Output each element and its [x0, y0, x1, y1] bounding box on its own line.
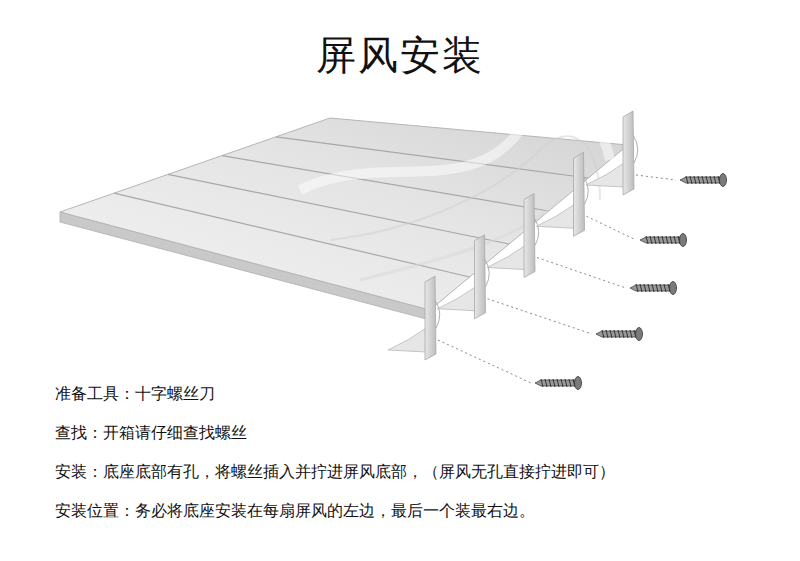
base-feet	[388, 111, 638, 360]
instruction-text: 安装：底座底部有孔，将螺丝插入并拧进屏风底部，（屏风无孔直接拧进即可）	[55, 462, 615, 483]
title: 屏风安装	[0, 28, 800, 83]
screen-panels	[60, 104, 628, 320]
guide-line	[488, 299, 593, 334]
instruction-text: 准备工具：十字螺丝刀	[55, 384, 215, 405]
panel-seam	[222, 156, 549, 211]
instruction-text: 查找：开箱请仔细查找螺丝	[55, 423, 247, 444]
base-foot	[487, 194, 539, 278]
guide-line	[636, 175, 676, 180]
instruction-text: 安装位置：务必将底座安装在每扇屏风的左边，最后一个装最右边。	[55, 501, 535, 522]
base-foot	[388, 276, 440, 360]
guide-line	[438, 340, 531, 383]
screw	[630, 282, 677, 295]
panel-seam	[168, 174, 509, 244]
screw	[535, 377, 582, 390]
guide-lines	[438, 175, 676, 383]
base-foot	[586, 111, 638, 195]
guide-line	[537, 258, 626, 289]
screw	[596, 328, 643, 341]
screw	[680, 174, 727, 187]
base-foot	[438, 235, 490, 319]
guide-line	[587, 216, 637, 240]
screws	[535, 174, 727, 390]
base-foot	[537, 152, 589, 236]
screw	[640, 234, 687, 247]
